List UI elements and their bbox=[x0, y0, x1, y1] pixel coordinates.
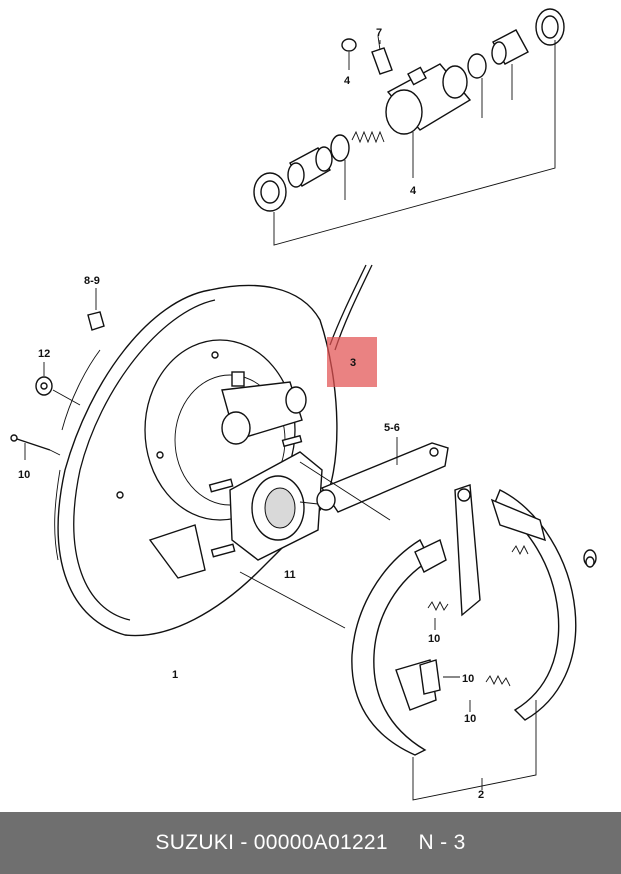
callout-5-6: 5-6 bbox=[384, 422, 400, 434]
callout-12: 12 bbox=[38, 348, 50, 360]
parking-lever bbox=[299, 437, 449, 513]
callout-8-9: 8-9 bbox=[84, 275, 100, 287]
highlighted-part-box bbox=[327, 337, 377, 387]
brake-assembly-diagram: 1 2 4 4 5-6 7 8-9 10 10 10 10 11 12 bbox=[10, 8, 597, 801]
backing-plate bbox=[54, 264, 373, 637]
callout-11: 11 bbox=[284, 569, 296, 581]
callout-1: 1 bbox=[172, 669, 178, 681]
brake-shoes bbox=[239, 461, 597, 801]
callout-2: 2 bbox=[478, 789, 484, 801]
callout-4: 4 bbox=[344, 75, 351, 87]
callout-3: 3 bbox=[350, 357, 357, 369]
wheel-cylinder-exploded bbox=[253, 8, 565, 246]
footer-text: SUZUKI - 00000A01221 N - 3 bbox=[155, 831, 466, 854]
callout-4b: 4 bbox=[410, 185, 417, 197]
callout-10b: 10 bbox=[428, 633, 440, 645]
callout-labels: 1 2 4 4 5-6 7 8-9 10 10 10 10 11 12 bbox=[18, 27, 484, 801]
hardware-left bbox=[10, 288, 105, 460]
callout-10a: 10 bbox=[18, 469, 30, 481]
part-number-footer: SUZUKI - 00000A01221 N - 3 bbox=[0, 812, 621, 874]
callout-10c: 10 bbox=[462, 673, 474, 685]
callout-10d: 10 bbox=[464, 713, 476, 725]
callout-7: 7 bbox=[376, 27, 382, 39]
